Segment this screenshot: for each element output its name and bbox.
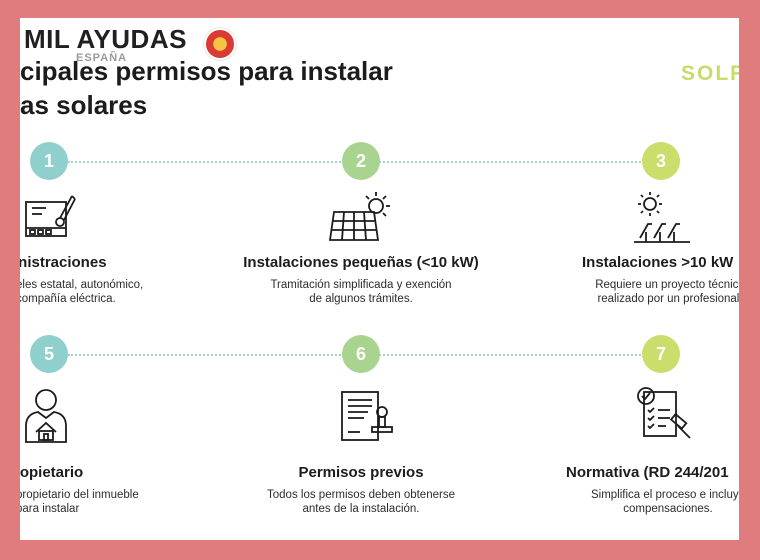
watermark-brand: MIL AYUDAS [24,24,187,54]
item-title-5: ropietario [20,464,84,481]
step-badge-5: 5 [30,335,68,373]
step-badge-3: 3 [642,142,680,180]
watermark-country: ESPAÑA [76,52,128,64]
infographic-canvas: cipales permisos para instalar as solare… [20,18,739,540]
step-badge-2: 2 [342,142,380,180]
owner-house-icon [22,386,72,444]
item-title-7: Normativa (RD 244/201 [566,464,729,481]
item-title-2: Instalaciones pequeñas (<10 kW) [243,254,479,271]
item-title-6: Permisos previos [298,464,424,481]
solar-field-sun-icon [630,190,694,246]
regulation-gavel-icon [634,384,694,444]
solar-panel-sun-icon [324,190,396,246]
item-desc-6: Todos los permisos deben obtenerse antes… [267,489,455,515]
brand-logo: SOLF [681,62,739,85]
title-line-1: cipales permisos para instalar [20,56,393,86]
step-badge-6: 6 [342,335,380,373]
item-title-3: Instalaciones >10 kW [582,254,734,271]
step-badge-1: 1 [30,142,68,180]
item-title-1: inistraciones [20,254,107,271]
item-desc-7: Simplifica el proceso e incluye compensa… [590,489,739,515]
item-desc-5: propietario del inmueble para instalar [20,489,139,515]
item-desc-1: eles estatal, autonómico, compañía eléct… [20,279,144,305]
item-desc-2: Tramitación simplificada y exención de a… [270,279,452,305]
document-stamp-icon [338,388,394,444]
step-badge-7: 7 [642,335,680,373]
blueprint-pen-icon [22,192,78,242]
title-line-2: as solares [20,90,148,120]
page-title: cipales permisos para instalar as solare… [20,54,540,122]
item-desc-3: Requiere un proyecto técnico realizado p… [595,279,739,305]
spain-flag-icon [204,28,236,60]
